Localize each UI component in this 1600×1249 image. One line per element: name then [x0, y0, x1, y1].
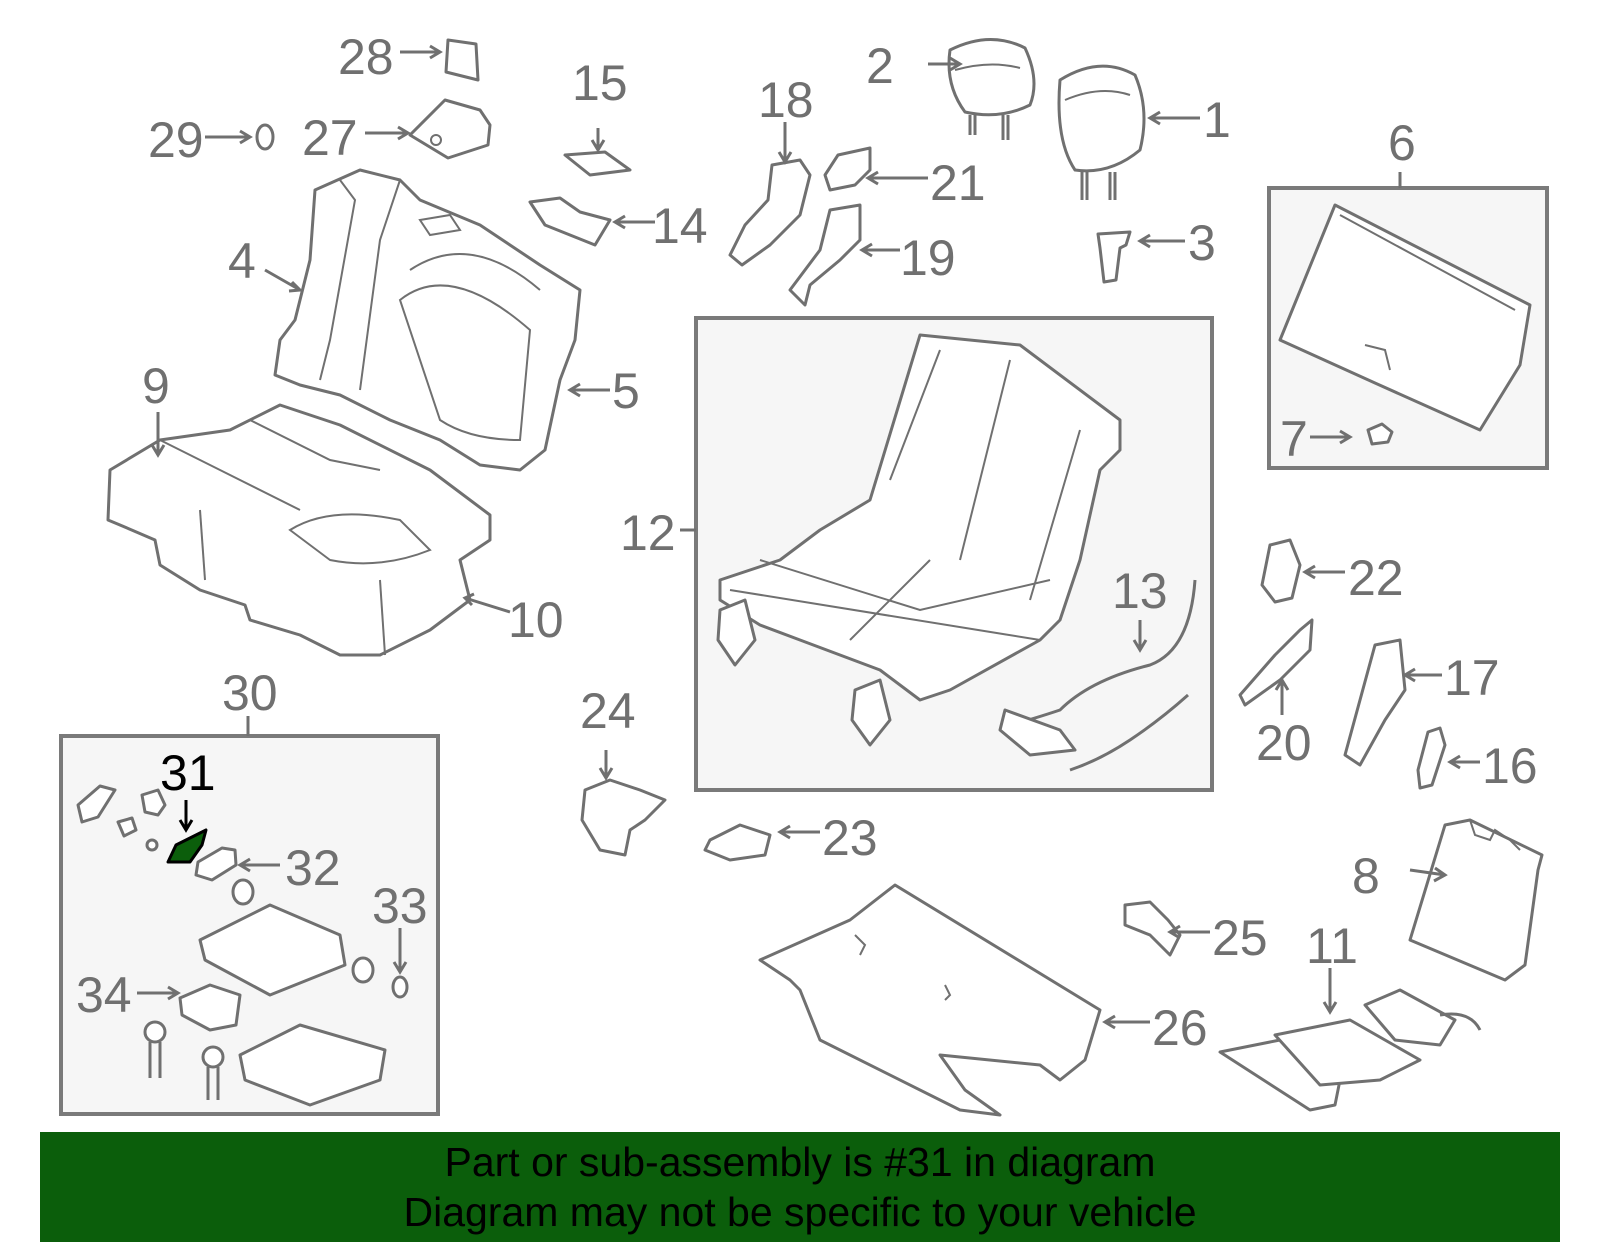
trim-17-part [1343, 638, 1407, 767]
callout-33: 33 [372, 878, 428, 934]
back-board-6-part [1278, 203, 1532, 432]
callout-27: 27 [302, 110, 358, 166]
callout-1: 1 [1203, 92, 1231, 148]
callout-22: 22 [1348, 550, 1404, 606]
info-banner: Part or sub-assembly is #31 in diagram D… [40, 1132, 1560, 1242]
leader-arrows [137, 44, 1480, 1030]
banner-line-1: Part or sub-assembly is #31 in diagram [444, 1139, 1156, 1185]
panel-8-part [1408, 818, 1544, 982]
banner-line-2: Diagram may not be specific to your vehi… [403, 1189, 1197, 1235]
tray-11-part [1218, 988, 1482, 1112]
clip-7-part [1366, 422, 1394, 446]
callout-15: 15 [572, 55, 628, 111]
callout-32: 32 [285, 840, 341, 896]
callout-12: 12 [620, 505, 676, 561]
callout-21: 21 [930, 155, 986, 211]
callout-13: 13 [1112, 563, 1168, 619]
callout-31: 31 [160, 745, 216, 801]
callout-6: 6 [1388, 115, 1416, 171]
floor-pan-26-part [758, 883, 1102, 1117]
callout-34: 34 [76, 967, 132, 1023]
callout-18: 18 [758, 72, 814, 128]
bracket-23-part [703, 823, 772, 862]
label-28-part [444, 38, 480, 82]
seat-frame-part [716, 333, 1122, 747]
callout-11: 11 [1306, 918, 1358, 974]
callout-26: 26 [1152, 1000, 1208, 1056]
highlighted-part-31 [166, 828, 208, 864]
callout-17: 17 [1444, 650, 1500, 706]
cover-16-part [1416, 726, 1447, 790]
callout-4: 4 [228, 233, 256, 289]
callout-7: 7 [1280, 411, 1308, 467]
callout-10: 10 [508, 592, 564, 648]
callout-3: 3 [1188, 215, 1216, 271]
callout-28: 28 [338, 29, 394, 85]
seat-cushion-part [106, 403, 492, 657]
callout-25: 25 [1212, 910, 1268, 966]
callout-5: 5 [612, 363, 640, 419]
callout-2: 2 [866, 38, 894, 94]
bracket-24-part [580, 778, 667, 857]
cap-27-part [408, 98, 492, 160]
callout-8: 8 [1352, 848, 1380, 904]
headrest-2-part [947, 38, 1036, 140]
callout-14: 14 [652, 198, 708, 254]
callout-9: 9 [142, 358, 170, 414]
pad-15-part [563, 150, 632, 177]
guide-3-part [1096, 230, 1132, 284]
callout-29: 29 [148, 112, 204, 168]
cover-22-part [1260, 538, 1302, 604]
ring-29-part [255, 123, 275, 151]
bracket-19-part [788, 203, 862, 307]
callout-24: 24 [580, 683, 636, 739]
callout-23: 23 [822, 810, 878, 866]
bracket-14-part [528, 196, 612, 247]
bracket-25-part [1123, 900, 1182, 957]
callout-20: 20 [1256, 715, 1312, 771]
headrest-1-part [1057, 64, 1146, 200]
hinge-parts-group [76, 784, 409, 1107]
callout-19: 19 [900, 230, 956, 286]
bracket-21-part [823, 146, 872, 192]
callout-16: 16 [1482, 738, 1538, 794]
seat-back-part [273, 168, 582, 472]
trim-18-part [728, 158, 812, 267]
cable-13-part [998, 579, 1197, 772]
bracket-20-part [1238, 618, 1314, 707]
callout-30: 30 [222, 665, 278, 721]
